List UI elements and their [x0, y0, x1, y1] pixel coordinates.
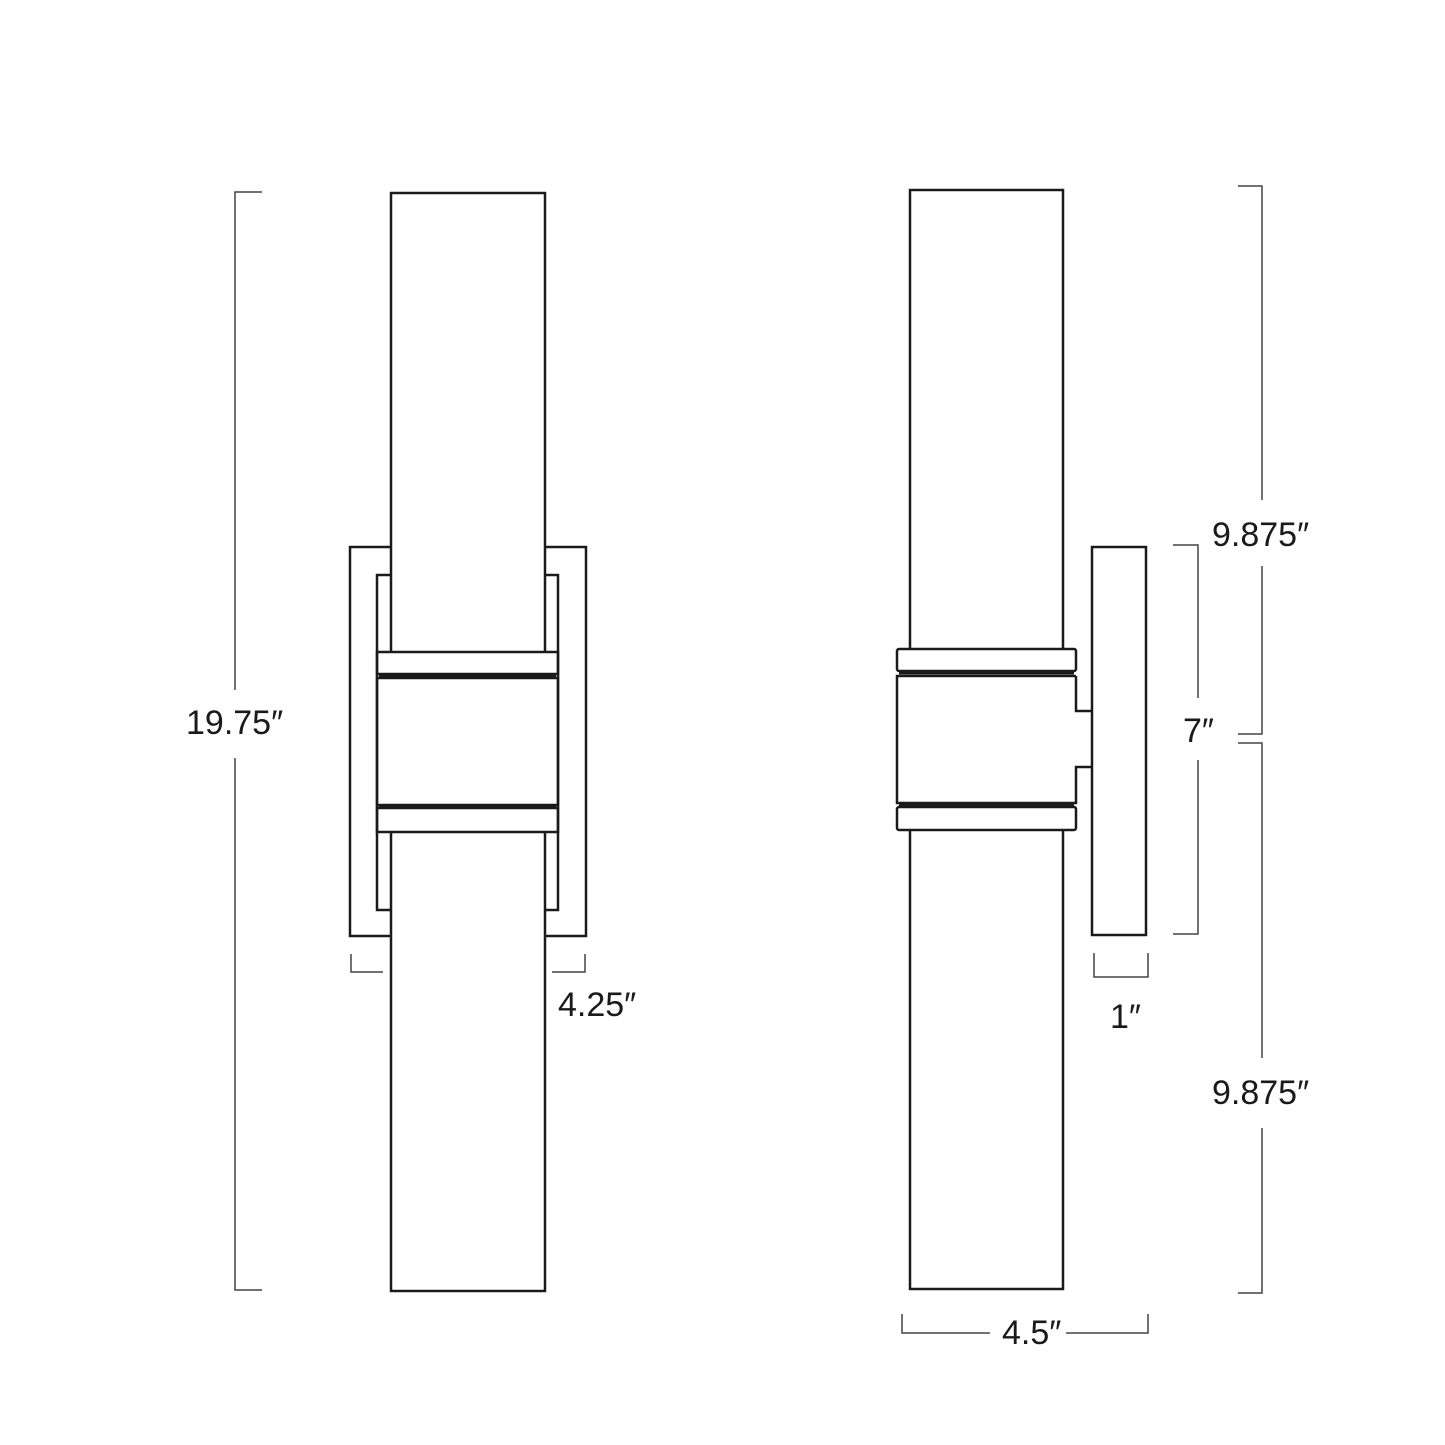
side-backplate: [1090, 545, 1148, 937]
backplate-width-label: 4.25″: [558, 986, 637, 1024]
backplate-height-label: 7″: [1183, 712, 1214, 750]
side-upper-shade: [908, 188, 1065, 649]
overall-height-label: 19.75″: [186, 704, 284, 742]
front-upper-shade: [389, 191, 547, 652]
front-view: [348, 191, 588, 1293]
front-lower-shade: [389, 832, 547, 1293]
front-backplate-left: [348, 545, 390, 938]
backplate-depth-label: 1″: [1110, 998, 1141, 1036]
side-view: [895, 188, 1148, 1291]
front-backplate-right: [545, 545, 588, 938]
upper-shade-height-label: 9.875″: [1212, 516, 1310, 554]
lower-shade-height-label: 9.875″: [1212, 1074, 1310, 1112]
side-lower-shade: [908, 830, 1065, 1291]
overall-depth-label: 4.5″: [1002, 1314, 1062, 1352]
